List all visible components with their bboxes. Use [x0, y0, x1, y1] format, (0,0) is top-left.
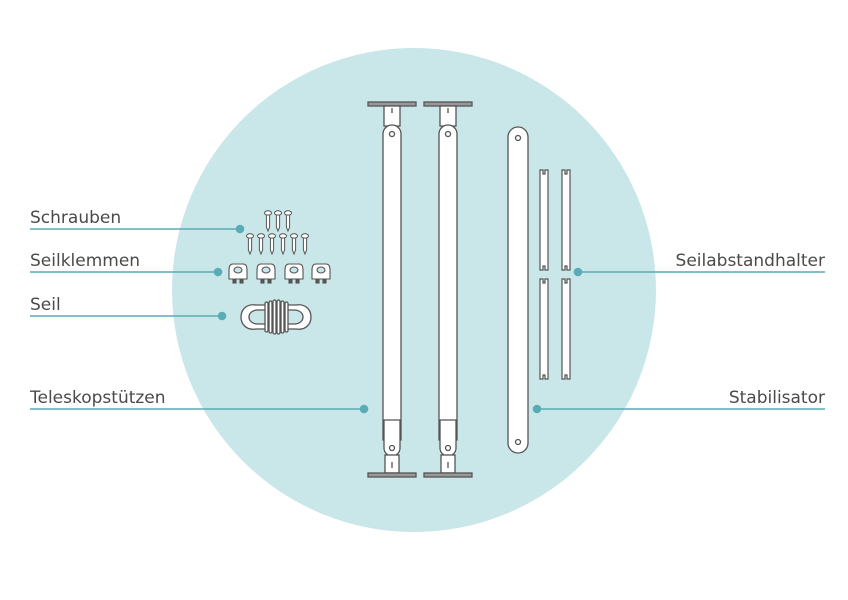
leader-seilklemmen [30, 267, 223, 277]
stabilizer-bar [507, 126, 529, 454]
rope-coil-icon [240, 299, 312, 335]
screws-icon [246, 210, 309, 256]
wire-clamps-icon [228, 263, 331, 284]
label-stabilisator: Stabilisator [728, 388, 825, 408]
wire-clamp [228, 263, 248, 284]
label-seilklemmen: Seilklemmen [30, 251, 141, 271]
screw [279, 233, 287, 256]
screw [246, 233, 254, 256]
leader-stabilisator [532, 404, 825, 414]
rope-spacers [539, 169, 571, 380]
screw [264, 210, 272, 233]
screw [284, 210, 292, 233]
telescopic-pole-1 [367, 101, 417, 478]
background-circle [172, 48, 656, 532]
screw [290, 233, 298, 256]
wire-clamp [256, 263, 276, 284]
leader-seil [30, 311, 227, 321]
leader-schrauben [30, 224, 245, 234]
leader-seilabstandhalter [573, 267, 825, 277]
screw [257, 233, 265, 256]
label-seilabstandhalter: Seilabstandhalter [675, 251, 825, 271]
label-schrauben: Schrauben [30, 208, 122, 228]
screw [274, 210, 282, 233]
wire-clamp [311, 263, 331, 284]
label-seil: Seil [30, 295, 61, 315]
label-teleskopstuetzen: Teleskopstützen [30, 388, 166, 408]
screw [268, 233, 276, 256]
screw [301, 233, 309, 256]
leader-teleskopstuetzen [30, 404, 369, 414]
telescopic-pole-2 [423, 101, 473, 478]
wire-clamp [284, 263, 304, 284]
